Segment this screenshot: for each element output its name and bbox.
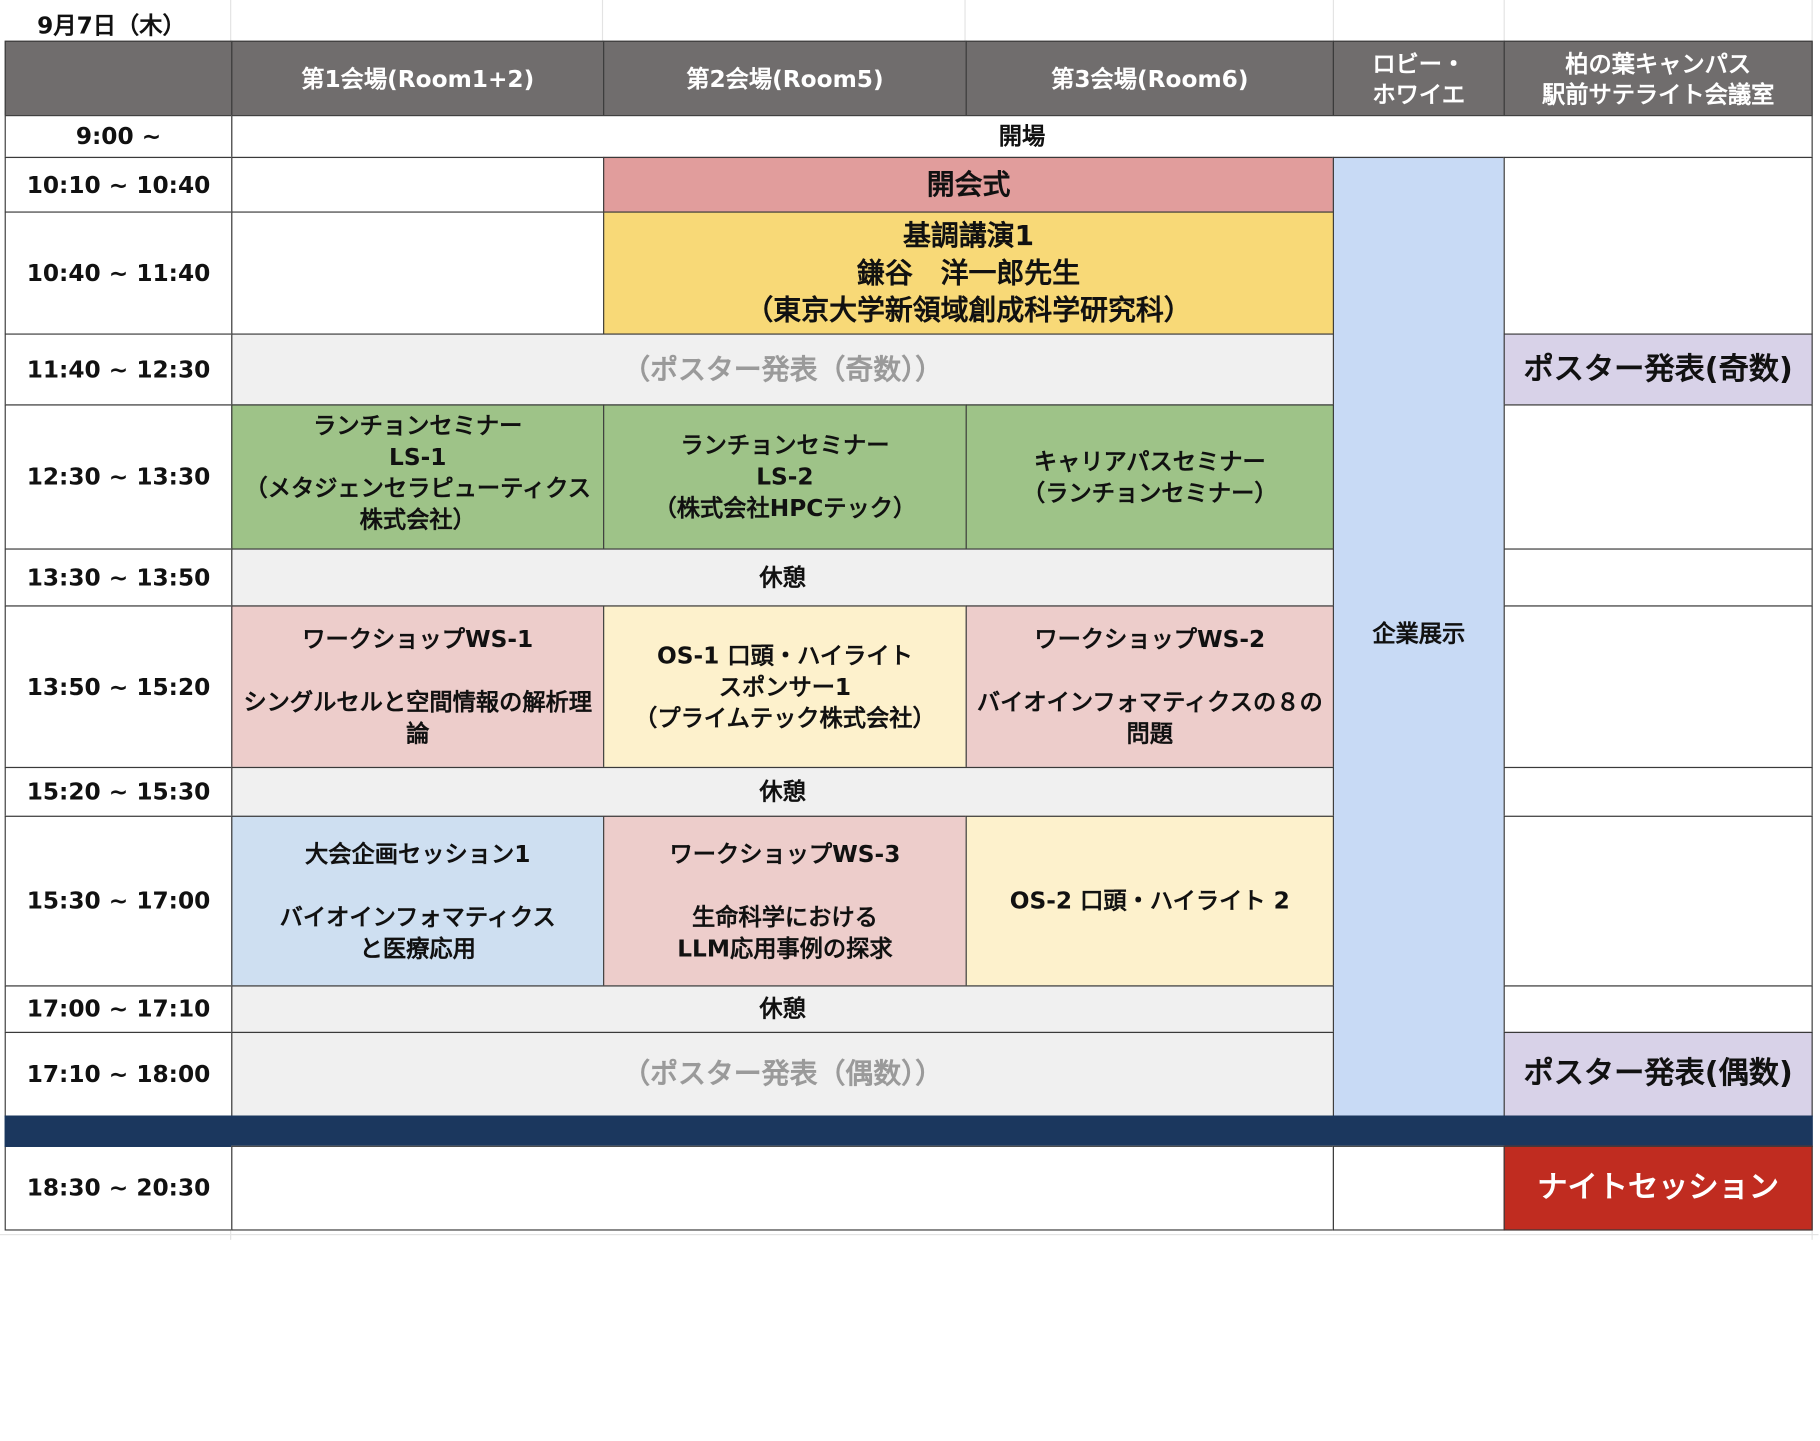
ls2-line: LS-2 xyxy=(756,462,814,491)
workshop-ws3: ワークショップWS-3 生命科学における LLM応用事例の探求 xyxy=(603,815,967,987)
plan1-title: 大会企画セッション1 xyxy=(305,839,531,868)
expo-label: 企業展示 xyxy=(1372,619,1466,648)
ws3-topic: 生命科学における xyxy=(691,902,878,931)
os1-line: OS-1 口頭・ハイライト xyxy=(657,640,913,669)
empty-cell xyxy=(1503,156,1813,335)
ws1-topic: シングルセルと空間情報の解析理論 xyxy=(243,687,593,748)
time-cell: 10:10 ~ 10:40 xyxy=(4,156,233,213)
workshop-ws2: ワークショップWS-2 バイオインフォマティクスの８の問題 xyxy=(965,605,1334,769)
poster-even: ポスター発表(偶数) xyxy=(1503,1031,1813,1117)
oral-os1: OS-1 口頭・ハイライト スポンサー1 （プライムテック株式会社） xyxy=(603,605,967,769)
luncheon-ls2: ランチョンセミナー LS-2 （株式会社HPCテック） xyxy=(603,404,967,550)
poster-odd-main: （ポスター発表（奇数）） xyxy=(231,333,1334,406)
time-cell: 17:00 ~ 17:10 xyxy=(4,985,233,1034)
gridline xyxy=(601,0,604,41)
header-room2: 第2会場(Room5) xyxy=(603,40,967,117)
gridline xyxy=(1332,0,1334,41)
ws3-topic: LLM応用事例の探求 xyxy=(677,933,893,962)
time-cell: 13:50 ~ 15:20 xyxy=(4,605,233,769)
time-cell: 10:40 ~ 11:40 xyxy=(4,211,233,335)
time-cell: 17:10 ~ 18:00 xyxy=(4,1031,233,1117)
header-kashiwa-line: 駅前サテライト会議室 xyxy=(1541,79,1775,108)
ws2-topic: バイオインフォマティクスの８の問題 xyxy=(976,687,1323,748)
keynote-speaker: 鎌谷 洋一郎先生 xyxy=(856,256,1081,290)
opening-ceremony: 開会式 xyxy=(603,156,1334,213)
header-lobby-line: ホワイエ xyxy=(1372,79,1466,108)
empty-cell xyxy=(1503,605,1813,769)
header-kashiwa: 柏の葉キャンパス 駅前サテライト会議室 xyxy=(1503,40,1813,117)
plan-session-1: 大会企画セッション1 バイオインフォマティクス と医療応用 xyxy=(231,815,605,987)
header-room3: 第3会場(Room6) xyxy=(965,40,1334,117)
gridline xyxy=(1503,0,1505,41)
time-cell: 15:20 ~ 15:30 xyxy=(4,766,233,817)
os1-line: （プライムテック株式会社） xyxy=(634,703,936,732)
gridline xyxy=(964,0,966,41)
ls1-line: （メタジェンセラピューティクス xyxy=(244,474,591,502)
header-lobby: ロビー・ ホワイエ xyxy=(1332,40,1505,117)
empty-cell xyxy=(1332,1145,1505,1231)
empty-cell xyxy=(1503,985,1813,1034)
ls2-line: （株式会社HPCテック） xyxy=(653,493,917,522)
time-cell: 13:30 ~ 13:50 xyxy=(4,548,233,607)
empty-cell xyxy=(231,156,605,213)
ls2-line: ランチョンセミナー xyxy=(680,431,890,459)
break-row: 休憩 xyxy=(231,766,1334,817)
luncheon-ls1: ランチョンセミナー LS-1 （メタジェンセラピューティクス 株式会社） xyxy=(231,404,605,550)
empty-cell xyxy=(1503,766,1813,817)
ls1-line: LS-1 xyxy=(389,442,447,471)
plan1-topic: と医療応用 xyxy=(359,933,476,962)
career-seminar: キャリアパスセミナー （ランチョンセミナー） xyxy=(965,404,1334,550)
ls1-line: ランチョンセミナー xyxy=(313,411,523,440)
break-row: 休憩 xyxy=(231,985,1334,1034)
header-room1: 第1会場(Room1+2) xyxy=(231,40,605,117)
plan1-topic: バイオインフォマティクス xyxy=(279,902,556,931)
ws3-title: ワークショップWS-3 xyxy=(669,839,901,868)
ws2-title: ワークショップWS-2 xyxy=(1034,625,1266,654)
header-kashiwa-line: 柏の葉キャンパス xyxy=(1565,49,1752,78)
poster-odd: ポスター発表(奇数) xyxy=(1503,333,1813,406)
opening-venue: 開場 xyxy=(231,115,1813,159)
time-cell: 12:30 ~ 13:30 xyxy=(4,404,233,550)
date-label: 9月7日（木） xyxy=(37,11,186,40)
corporate-exhibition: 企業展示 xyxy=(1332,156,1505,1117)
empty-cell xyxy=(1503,548,1813,607)
oral-os2: OS-2 口頭・ハイライト 2 xyxy=(965,815,1334,987)
time-cell: 15:30 ~ 17:00 xyxy=(4,815,233,987)
night-session: ナイトセッション xyxy=(1503,1145,1813,1231)
empty-cell xyxy=(1503,815,1813,987)
time-cell: 11:40 ~ 12:30 xyxy=(4,333,233,406)
poster-even-main: （ポスター発表（偶数）） xyxy=(231,1031,1334,1117)
keynote-session: 基調講演1 鎌谷 洋一郎先生 （東京大学新領域創成科学研究科） xyxy=(603,211,1334,335)
break-row: 休憩 xyxy=(231,548,1334,607)
gridline xyxy=(0,1234,1819,1236)
ls1-line: 株式会社） xyxy=(359,505,476,534)
workshop-ws1: ワークショップWS-1 シングルセルと空間情報の解析理論 xyxy=(231,605,605,769)
time-cell: 9:00 ~ xyxy=(4,115,233,159)
header-time-corner xyxy=(4,40,233,117)
os1-line: スポンサー1 xyxy=(718,672,852,701)
empty-cell xyxy=(1503,404,1813,550)
career-line: キャリアパスセミナー xyxy=(1033,446,1266,475)
ws1-title: ワークショップWS-1 xyxy=(302,625,534,654)
keynote-affiliation: （東京大学新領域創成科学研究科） xyxy=(745,293,1192,327)
section-divider xyxy=(4,1115,1813,1147)
career-line: （ランチョンセミナー） xyxy=(1021,478,1278,507)
keynote-title: 基調講演1 xyxy=(903,219,1034,253)
empty-cell xyxy=(231,1145,1334,1231)
time-cell: 18:30 ~ 20:30 xyxy=(4,1145,233,1231)
header-lobby-line: ロビー・ xyxy=(1372,49,1466,78)
empty-cell xyxy=(231,211,605,335)
